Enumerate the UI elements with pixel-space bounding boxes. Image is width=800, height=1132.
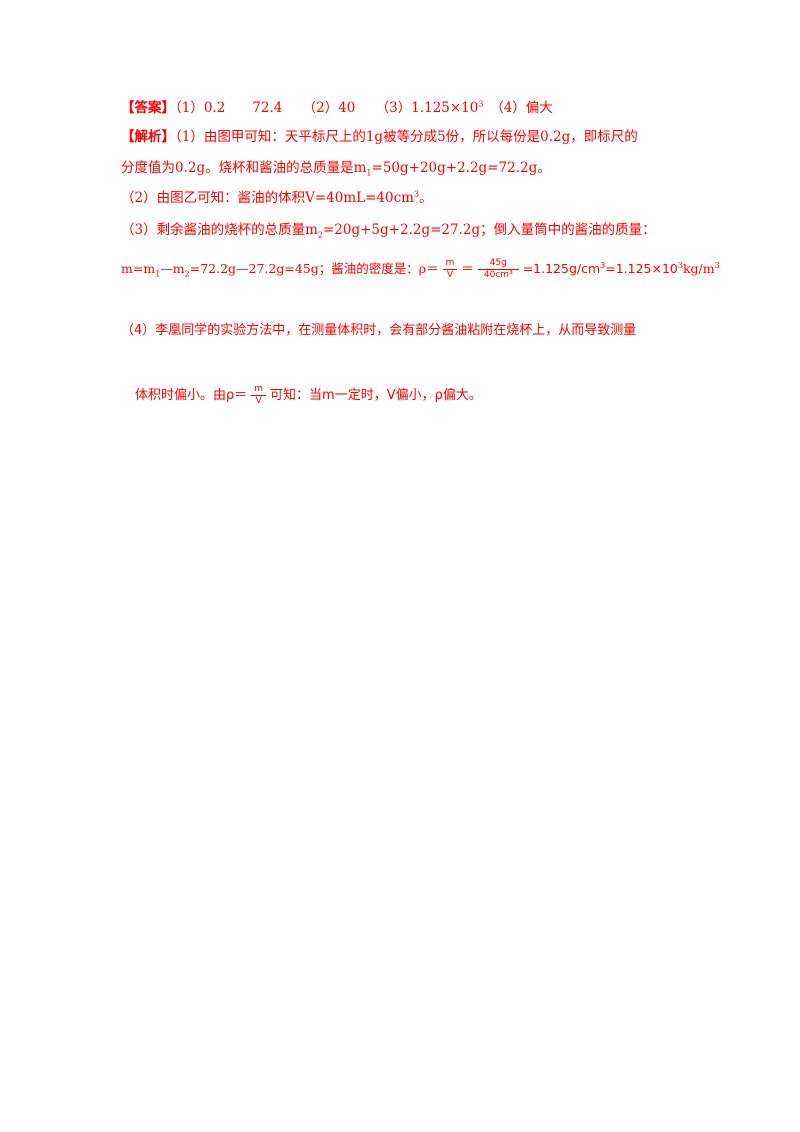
fraction-denominator-value: 40cm³ <box>483 270 513 280</box>
m1-subscript-2: 1 <box>155 269 161 279</box>
density-result-1: =1.125g/cm <box>522 261 601 276</box>
fraction-denominator-2: V <box>255 396 262 406</box>
fraction-numerator-value: 45g <box>477 258 519 270</box>
density-result-2-sup: 3 <box>677 260 683 270</box>
analysis-text-2b: =50g+20g+2.2g=72.2g。 <box>371 160 551 176</box>
m2-subscript: 2 <box>317 230 323 240</box>
equals-sign: ＝ <box>461 261 474 276</box>
analysis-text-7a: 体积时偏小。由ρ＝ <box>135 388 248 403</box>
analysis-text-5a: m=m <box>121 261 156 276</box>
fraction-numerator: m <box>442 258 458 270</box>
density-unit: kg/m <box>682 261 715 276</box>
analysis-text-7b: 可知：当m一定时，V偏小，ρ偏大。 <box>270 388 482 403</box>
analysis-text-5b: —m <box>160 261 185 276</box>
m1-subscript: 1 <box>366 168 372 178</box>
analysis-text-3b: 。 <box>419 190 433 206</box>
density-unit-sup: 3 <box>714 260 720 270</box>
analysis-line-1: 【解析】（1）由图甲可知：天平标尺上的1g被等分成5份，所以每份是0.2g，即标… <box>121 128 638 146</box>
analysis-text-5c: =72.2g—27.2g=45g；酱油的密度是：ρ＝ <box>189 261 439 276</box>
cm3-superscript: 3 <box>413 189 420 199</box>
answer-label: 【答案】 <box>121 100 175 116</box>
analysis-line-2: 分度值为0.2g。烧杯和酱油的总质量是m1=50g+20g+2.2g=72.2g… <box>121 159 551 177</box>
answer-line: 【答案】（1）0.2 72.4 （2）40 （3）1.125×103 （4）偏大 <box>121 99 553 117</box>
analysis-line-3: （2）由图乙可知：酱油的体积V=40mL=40cm3。 <box>121 189 433 207</box>
answer-tail: （4）偏大 <box>483 100 553 116</box>
answer-text: （1）0.2 72.4 （2）40 （3）1.125×10 <box>175 100 479 116</box>
fraction-denominator: V <box>446 270 454 280</box>
analysis-text-4b: =20g+5g+2.2g=27.2g；倒入量筒中的酱油的质量： <box>322 222 656 238</box>
analysis-text-2a: 分度值为0.2g。烧杯和酱油的总质量是m <box>121 160 367 176</box>
answer-exponent: 3 <box>478 99 484 109</box>
analysis-line-4: （3）剩余酱油的烧杯的总质量m2=20g+5g+2.2g=27.2g；倒入量筒中… <box>121 221 656 239</box>
analysis-label: 【解析】 <box>121 129 175 145</box>
analysis-text-3a: （2）由图乙可知：酱油的体积V=40mL=40cm <box>121 190 414 206</box>
m2-subscript-2: 2 <box>184 269 190 279</box>
fraction-numerator-2: m <box>251 384 267 396</box>
analysis-text-6: （4）李凰同学的实验方法中，在测量体积时，会有部分酱油粘附在烧杯上，从而导致测量 <box>121 323 637 338</box>
density-result-2: =1.125×10 <box>605 261 678 276</box>
analysis-text-1: （1）由图甲可知：天平标尺上的1g被等分成5份，所以每份是0.2g，即标尺的 <box>175 129 638 145</box>
density-result-1-sup: 3 <box>600 260 606 270</box>
analysis-text-4a: （3）剩余酱油的烧杯的总质量m <box>121 222 318 238</box>
analysis-line-6: （4）李凰同学的实验方法中，在测量体积时，会有部分酱油粘附在烧杯上，从而导致测量 <box>121 322 636 340</box>
